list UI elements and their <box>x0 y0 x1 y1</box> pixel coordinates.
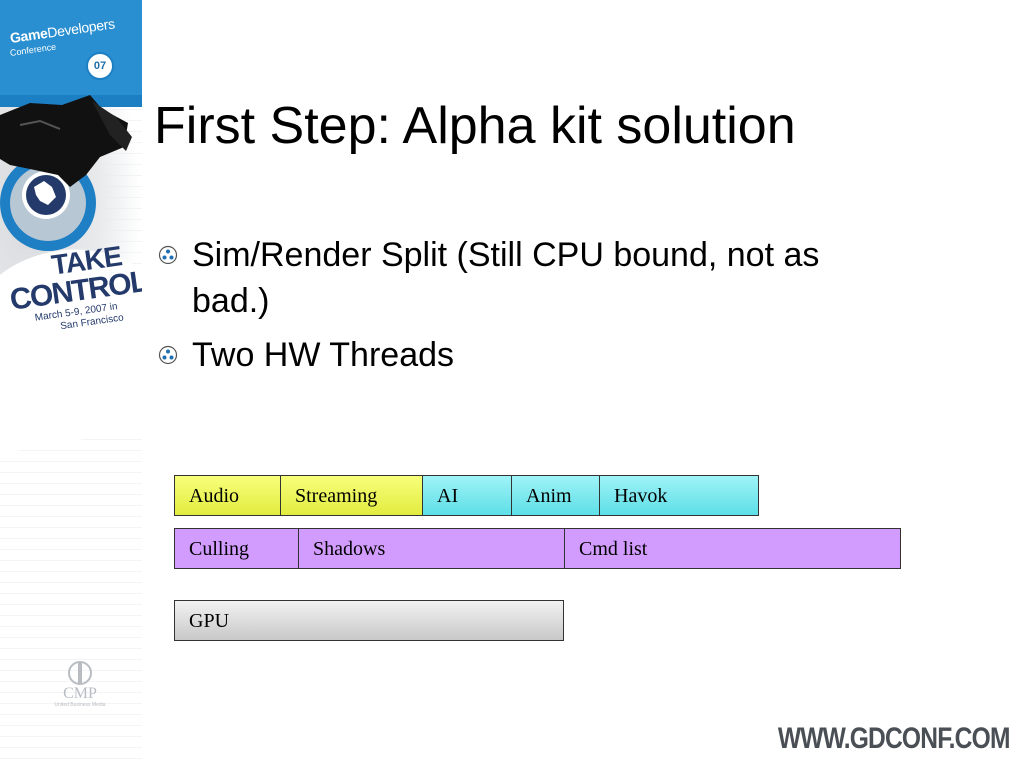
cmp-subtitle: United Business Media <box>54 702 106 708</box>
take-control-logo: TAKE CONTROL March 5-9, 2007 in San Fran… <box>4 240 142 339</box>
thread-bar-cpu-2: Culling Shadows Cmd list <box>174 528 901 569</box>
segment-anim: Anim <box>512 476 600 515</box>
thread-bar-cpu-1: Audio Streaming AI Anim Havok <box>174 475 759 516</box>
bullet-icon <box>158 345 178 365</box>
cmp-globe-icon <box>68 661 92 685</box>
bullet-list: Sim/Render Split (Still CPU bound, not a… <box>158 232 898 386</box>
footer-url: WWW.GDCONF.COM <box>778 722 1011 755</box>
bullet-text: Two HW Threads <box>192 336 455 374</box>
segment-havok: Havok <box>600 476 758 515</box>
bullet-item: Sim/Render Split (Still CPU bound, not a… <box>158 232 898 324</box>
slide-title: First Step: Alpha kit solution <box>154 97 796 155</box>
bullet-icon <box>158 245 178 265</box>
hand-globe-illustration <box>0 95 132 251</box>
cmp-name: CMP <box>63 685 97 702</box>
segment-ai: AI <box>423 476 512 515</box>
segment-shadows: Shadows <box>299 529 565 568</box>
bullet-item: Two HW Threads <box>158 332 898 378</box>
logo-year-badge: 07 <box>86 52 114 80</box>
segment-culling: Culling <box>175 529 299 568</box>
segment-cmd-list: Cmd list <box>579 538 648 560</box>
sidebar-artwork: GameDevelopers Conference 07 TAKE CONTRO… <box>0 0 142 768</box>
sidebar-blue-band <box>0 0 142 105</box>
cmp-logo: CMP United Business Media <box>40 660 120 708</box>
bullet-text: Sim/Render Split (Still CPU bound, not a… <box>192 236 820 320</box>
gdc-logo: GameDevelopers Conference 07 <box>9 15 136 80</box>
segment-gpu: GPU <box>189 610 230 632</box>
segment-streaming: Streaming <box>281 476 423 515</box>
thread-bar-gpu: GPU <box>174 600 564 641</box>
segment-audio: Audio <box>175 476 281 515</box>
